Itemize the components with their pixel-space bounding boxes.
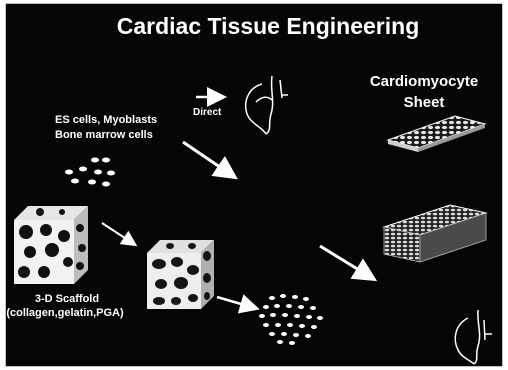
sheet-label-line1: Cardiomyocyte [370,73,478,90]
cells-label-line2: Bone marrow cells [55,129,153,141]
direct-label: Direct [193,107,222,118]
scaffold-label-line2: (collagen,gelatin,PGA) [6,307,124,319]
slide-title: Cardiac Tissue Engineering [117,13,420,39]
scaffold-label-line1: 3-D Scaffold [35,293,99,305]
porous-scaffold-cube [14,206,88,284]
sheet-label-line2: Sheet [404,94,445,111]
seeded-scaffold-cube [147,240,214,309]
cells-label-line1: ES cells, Myoblasts [55,114,157,126]
